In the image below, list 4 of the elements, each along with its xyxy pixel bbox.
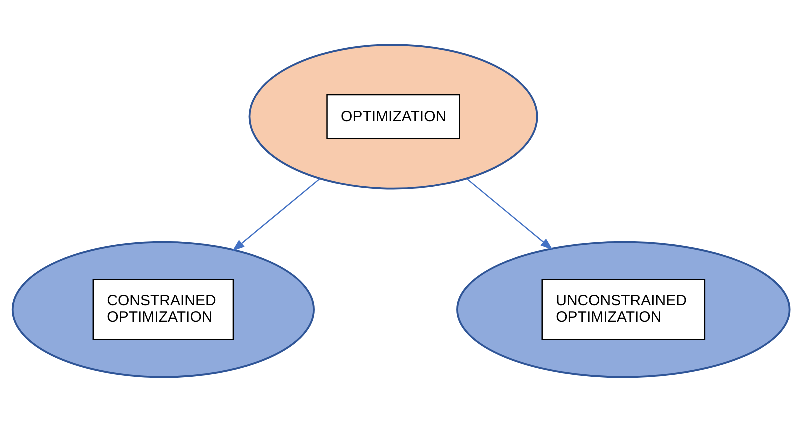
arrow <box>466 178 554 250</box>
node-ellipse: OPTIMIZATION <box>248 44 538 190</box>
node-ellipse: UNCONSTRAINED OPTIMIZATION <box>456 240 791 378</box>
arrow <box>232 178 320 251</box>
